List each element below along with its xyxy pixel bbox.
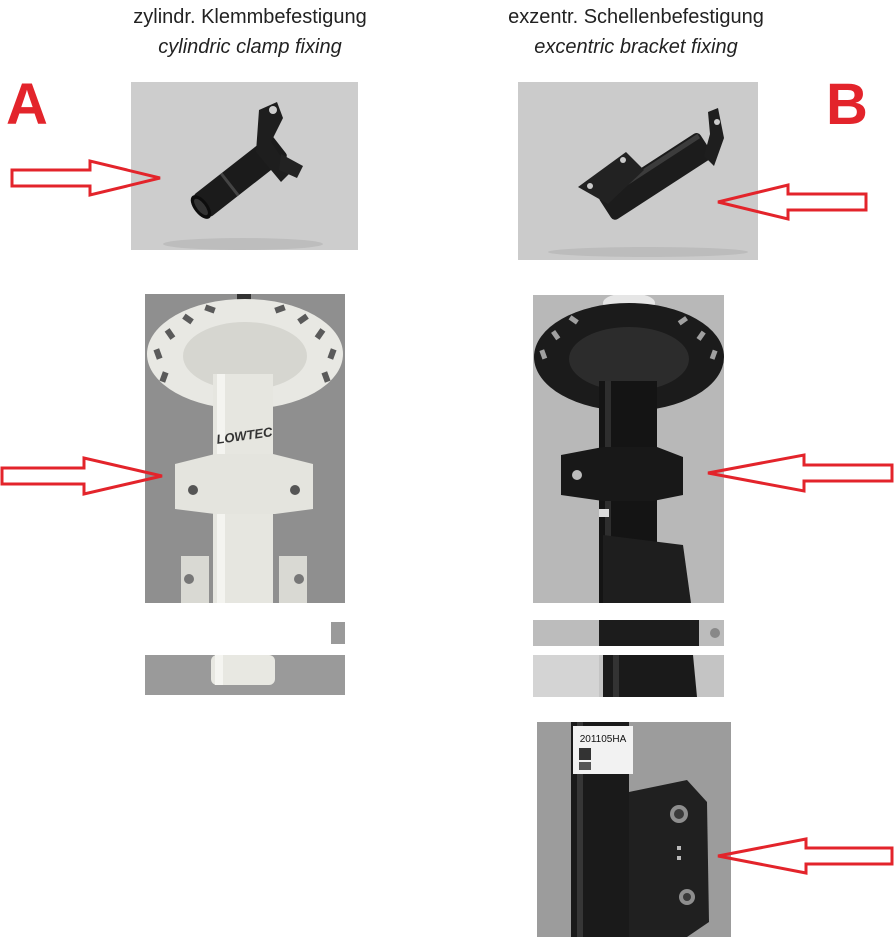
photo-bracket-closeup-b: 201105HA	[537, 722, 731, 937]
caption-left-de: zylindr. Klemmbefestigung	[133, 6, 367, 28]
arrow-left-icon-2	[707, 453, 894, 493]
caption-right: exzentr. Schellenbefestigung excentric b…	[466, 2, 806, 62]
caption-left-en: cylindric clamp fixing	[158, 36, 342, 58]
photo-strut-b-bottom	[533, 655, 724, 697]
photo-strut-a-bottom	[145, 655, 345, 695]
photo-clamp-part-a	[131, 82, 358, 250]
arrow-left-icon-1	[717, 183, 868, 221]
photo-strut-a: LOWTEC	[145, 294, 345, 603]
caption-left: zylindr. Klemmbefestigung cylindric clam…	[80, 2, 420, 62]
arrow-right-icon-2	[0, 456, 163, 496]
photo-strut-b-mid	[533, 620, 724, 646]
arrow-right-icon-1	[10, 159, 161, 197]
photo-bracket-part-b	[518, 82, 758, 260]
photo-strut-b	[533, 295, 724, 603]
letter-a: A	[6, 72, 48, 137]
caption-right-en: excentric bracket fixing	[534, 36, 738, 58]
arrow-left-icon-3	[717, 837, 894, 875]
caption-right-de: exzentr. Schellenbefestigung	[508, 6, 764, 28]
part-label-code: 201105HA	[580, 734, 627, 745]
letter-b: B	[826, 72, 868, 137]
photo-strut-a-gap-piece	[331, 622, 345, 644]
